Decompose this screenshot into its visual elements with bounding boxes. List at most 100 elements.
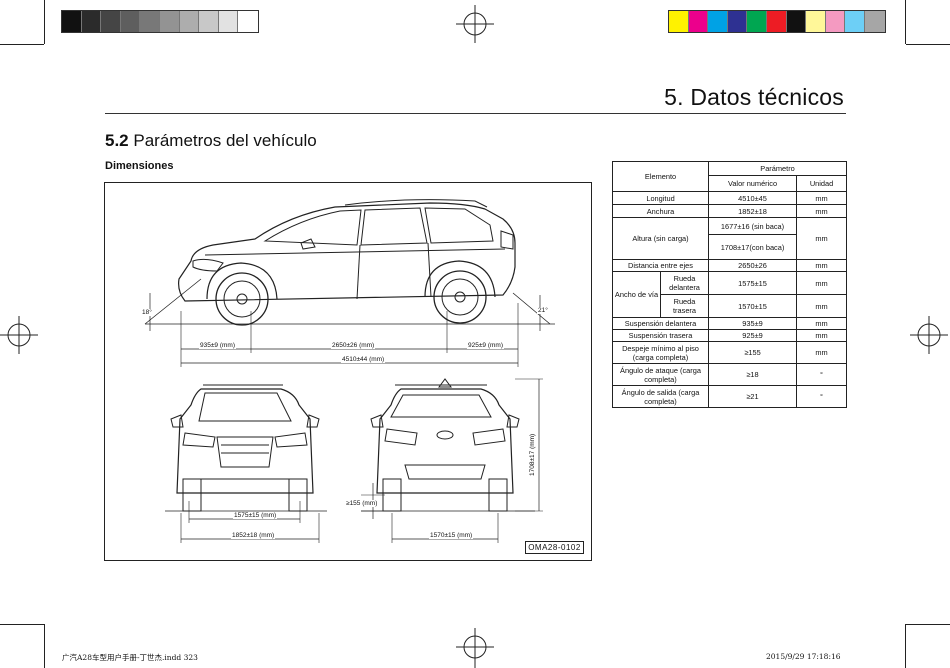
vehicle-drawing xyxy=(144,199,555,543)
color-swatch xyxy=(669,11,689,32)
color-swatch xyxy=(81,11,102,32)
cell-unit: mm xyxy=(796,341,848,364)
cell-unit: mm xyxy=(796,259,848,272)
color-swatch xyxy=(747,11,767,32)
table-header-row: Elemento Parámetro xyxy=(611,161,848,192)
header-unit: Unidad xyxy=(796,175,848,192)
cell-value: 935±9 xyxy=(708,317,798,330)
table-row: Rueda trasera 1570±15 mm xyxy=(613,294,848,318)
cell-unit: mm xyxy=(796,271,848,295)
crop-mark xyxy=(906,44,950,45)
height-label: 1708±17 (mm) xyxy=(529,432,536,477)
departure-angle-label: 21° xyxy=(537,307,549,314)
section-title-text: Parámetros del vehículo xyxy=(133,131,317,150)
cell-value: 925±9 xyxy=(708,329,798,342)
table-row: Despeje mínimo al piso (carga completa) … xyxy=(611,341,848,364)
color-swatch xyxy=(845,11,865,32)
color-swatch xyxy=(786,11,807,32)
wheelbase-label: 2650±26 (mm) xyxy=(331,342,376,349)
cell-value: 1570±15 xyxy=(708,294,798,318)
figure-code: OMA28-0102 xyxy=(525,541,584,554)
color-swatch xyxy=(218,11,239,32)
cell-label: Distancia entre ejes xyxy=(611,259,710,272)
color-swatch xyxy=(727,11,748,32)
crop-mark xyxy=(906,624,950,625)
cell-unit: mm xyxy=(796,204,848,218)
cell-sublabel: Rueda trasera xyxy=(659,294,710,318)
crop-mark xyxy=(0,44,44,45)
color-swatch xyxy=(159,11,180,32)
cell-label: Altura (sin carga) xyxy=(611,217,710,260)
crop-mark xyxy=(44,624,45,668)
cell-label: Despeje mínimo al piso (carga completa) xyxy=(611,341,710,364)
approach-angle-label: 18° xyxy=(141,309,153,316)
cell-sublabel: Rueda delantera xyxy=(659,271,710,295)
color-swatch xyxy=(199,11,219,32)
table-row: Anchura 1852±18 mm xyxy=(611,204,848,218)
cell-label: Longitud xyxy=(611,191,710,205)
color-swatch xyxy=(864,11,885,32)
subheading: Dimensiones xyxy=(105,160,174,172)
header-element: Elemento xyxy=(611,161,710,192)
cell-value: 1677±16 (sin baca) xyxy=(708,217,798,235)
cell-label: Suspensión trasera xyxy=(611,329,710,342)
spec-table: Elemento Parámetro Valor numérico Unidad… xyxy=(611,161,848,408)
rear-view-car-icon xyxy=(370,378,520,512)
registration-target-icon xyxy=(0,316,38,354)
cell-value: ≥18 xyxy=(708,363,798,386)
front-track-label: 1575±15 (mm) xyxy=(233,512,278,519)
color-swatch xyxy=(140,11,160,32)
cell-unit: mm xyxy=(796,294,848,318)
color-swatch xyxy=(179,11,200,32)
cell-unit: ° xyxy=(796,363,848,386)
crop-mark xyxy=(905,0,906,44)
grayscale-color-bar xyxy=(61,10,259,33)
table-row: Longitud 4510±45 mm xyxy=(611,191,848,205)
cell-value: 4510±45 xyxy=(708,191,798,205)
section-number: 5.2 xyxy=(105,131,129,150)
cell-value: 1852±18 xyxy=(708,204,798,218)
front-overhang-label: 935±9 (mm) xyxy=(199,342,236,349)
table-row: Altura (sin carga) 1677±16 (sin baca) mm xyxy=(611,217,848,260)
ground-clearance-label: ≥155 (mm) xyxy=(345,500,379,507)
overall-width-label: 1852±18 (mm) xyxy=(231,532,276,539)
table-row: Distancia entre ejes 2650±26 mm xyxy=(611,259,848,272)
table-row: Ángulo de salida (carga completa) ≥21 ° xyxy=(611,385,848,408)
cell-label: Ancho de vía xyxy=(612,271,661,318)
dimensions-figure: 18° 21° 935±9 (mm) 2650±26 (mm) 925±9 (m… xyxy=(104,182,592,561)
color-swatch xyxy=(708,11,728,32)
cell-label: Anchura xyxy=(611,204,710,218)
footer-file-name: 广汽A28车型用户手册-丁世杰.indd 323 xyxy=(62,653,198,662)
front-view-car-icon xyxy=(170,384,320,512)
registration-target-icon xyxy=(456,628,494,668)
cell-unit: mm xyxy=(796,329,848,342)
registration-target-icon xyxy=(910,316,948,354)
cell-value: 2650±26 xyxy=(708,259,798,272)
overall-length-label: 4510±44 (mm) xyxy=(341,356,386,363)
color-swatch xyxy=(120,11,141,32)
crop-mark xyxy=(44,0,45,44)
header-divider xyxy=(105,113,846,114)
color-swatch xyxy=(238,11,258,32)
header-value: Valor numérico xyxy=(708,175,798,192)
color-swatch xyxy=(825,11,846,32)
table-row: Suspensión trasera 925±9 mm xyxy=(611,329,848,342)
cell-value: 1708±17(con baca) xyxy=(708,234,798,260)
rear-track-label: 1570±15 (mm) xyxy=(429,532,474,539)
table-row: Suspensión delantera 935±9 mm xyxy=(611,317,848,330)
table-row: Ángulo de ataque (carga completa) ≥18 ° xyxy=(611,363,848,386)
cell-value: 1575±15 xyxy=(708,271,798,295)
color-swatch xyxy=(766,11,787,32)
color-swatch xyxy=(101,11,121,32)
header-parameter: Parámetro xyxy=(708,161,848,176)
cell-unit: mm xyxy=(796,191,848,205)
color-swatch xyxy=(688,11,709,32)
chapter-title: 5. Datos técnicos xyxy=(664,84,844,110)
cell-value: ≥21 xyxy=(708,385,798,408)
footer-timestamp: 2015/9/29 17:18:16 xyxy=(766,652,841,661)
cell-label: Ángulo de salida (carga completa) xyxy=(611,385,710,408)
color-swatch xyxy=(62,11,82,32)
color-swatch xyxy=(806,11,826,32)
cell-unit: mm xyxy=(796,317,848,330)
cell-unit: mm xyxy=(796,217,848,260)
